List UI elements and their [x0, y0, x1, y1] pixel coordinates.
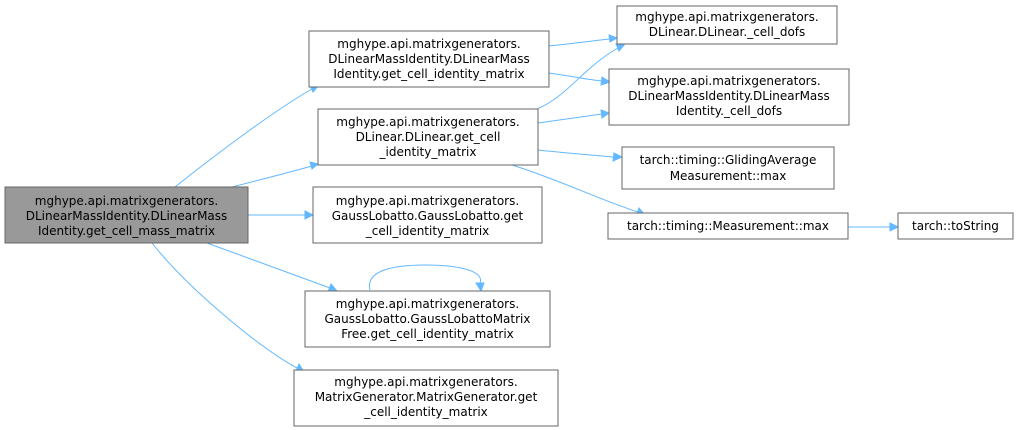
node-label-line: _identity_matrix — [379, 145, 477, 159]
node-dlinear-cell-dofs[interactable]: mghype.api.matrixgenerators. DLinear.DLi… — [616, 5, 838, 45]
edge-root-to-dlinear-get-identity — [231, 161, 320, 188]
node-label-line: Identity.get_cell_mass_matrix — [38, 224, 215, 238]
edge-root-to-glmf-get-identity — [206, 242, 338, 293]
node-label-line: GaussLobatto.GaussLobattoMatrix — [325, 312, 531, 326]
edge-dlmi-to-dlmi-cell-dofs — [548, 72, 612, 86]
node-mg-get-identity[interactable]: mghype.api.matrixgenerators. MatrixGener… — [293, 369, 559, 427]
node-label-line: GaussLobatto.GaussLobatto.get — [332, 209, 524, 223]
edge-dlmi-to-dlinear-cell-dofs — [548, 34, 619, 47]
node-label-line: Identity.get_cell_identity_matrix — [333, 67, 524, 81]
node-label-line: mghype.api.matrixgenerators. — [337, 37, 520, 51]
node-label-line: mghype.api.matrixgenerators. — [336, 115, 519, 129]
node-label-line: Identity._cell_dofs — [676, 104, 782, 118]
edge-root-to-mg-get-identity — [151, 242, 305, 373]
node-label-line: _cell_identity_matrix — [363, 405, 488, 419]
node-tostring[interactable]: tarch::toString — [897, 212, 1014, 240]
node-label-line: tarch::toString — [912, 219, 999, 233]
node-label-line: mghype.api.matrixgenerators. — [336, 297, 519, 311]
node-label-line: Free.get_cell_identity_matrix — [341, 327, 514, 341]
edge-root-to-gl-get-identity — [248, 210, 315, 220]
edge-root-to-dlmi-get-identity — [174, 84, 319, 188]
node-label-line: tarch::timing::Measurement::max — [627, 219, 829, 233]
node-label-line: DLinearMassIdentity.DLinearMass — [328, 52, 530, 66]
node-label-line: _cell_identity_matrix — [365, 224, 490, 238]
node-label-line: mghype.api.matrixgenerators. — [336, 194, 519, 208]
node-label-line: mghype.api.matrixgenerators. — [35, 194, 218, 208]
node-label-line: tarch::timing::GlidingAverage — [640, 153, 817, 167]
node-dlinear-get-identity[interactable]: mghype.api.matrixgenerators. DLinear.DLi… — [317, 108, 539, 166]
node-dlmi-cell-dofs[interactable]: mghype.api.matrixgenerators. DLinearMass… — [608, 68, 850, 126]
edge-dlinear-to-gliding-max — [537, 149, 624, 162]
node-gl-get-identity[interactable]: mghype.api.matrixgenerators. GaussLobatt… — [312, 186, 543, 244]
node-glmf-get-identity[interactable]: mghype.api.matrixgenerators. GaussLobatt… — [304, 290, 551, 348]
node-label-line: MatrixGenerator.MatrixGenerator.get — [315, 390, 538, 404]
node-label-line: Measurement::max — [670, 169, 787, 183]
node-measurement-max[interactable]: tarch::timing::Measurement::max — [607, 212, 849, 240]
node-label-line: DLinearMassIdentity.DLinearMass — [26, 209, 228, 223]
node-label-line: DLinear.DLinear._cell_dofs — [649, 25, 806, 39]
node-label-line: mghype.api.matrixgenerators. — [334, 375, 517, 389]
node-label-line: mghype.api.matrixgenerators. — [635, 10, 818, 24]
node-dlmi-get-identity[interactable]: mghype.api.matrixgenerators. DLinearMass… — [308, 30, 550, 88]
node-label-line: DLinearMassIdentity.DLinearMass — [628, 89, 830, 103]
node-label-line: DLinear.DLinear.get_cell — [356, 130, 501, 144]
edge-measurement-max-to-tostring — [848, 222, 900, 232]
node-label-line: mghype.api.matrixgenerators. — [637, 74, 820, 88]
edge-dlinear-to-dlmi-cell-dofs — [537, 109, 611, 124]
node-root[interactable]: mghype.api.matrixgenerators. DLinearMass… — [4, 186, 249, 244]
node-gliding-max[interactable]: tarch::timing::GlidingAverage Measuremen… — [621, 146, 835, 190]
edge-glmf-self-loop — [369, 264, 485, 293]
